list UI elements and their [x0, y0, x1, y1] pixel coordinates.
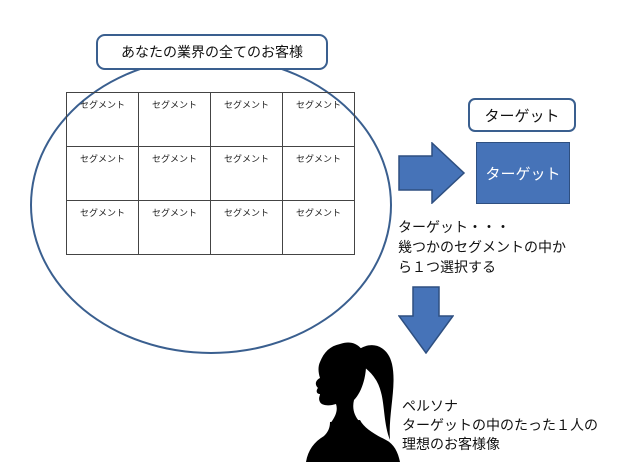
segment-cell: セグメント [282, 200, 355, 255]
segment-cell: セグメント [210, 92, 283, 147]
segment-cell: セグメント [138, 92, 211, 147]
persona-line: ターゲットの中のたった１人の [402, 418, 598, 434]
arrow-down-icon [398, 286, 454, 354]
target-description-line: ら１つ選択する [398, 260, 496, 276]
segment-cell: セグメント [282, 92, 355, 147]
segment-row: セグメント セグメント セグメント セグメント [66, 200, 355, 255]
segment-row: セグメント セグメント セグメント セグメント [66, 146, 355, 201]
market-title: あなたの業界の全てのお客様 [96, 34, 328, 70]
arrow-right-icon [398, 142, 466, 204]
persona-line: 理想のお客様像 [402, 437, 500, 453]
segment-cell: セグメント [282, 146, 355, 201]
segment-grid: セグメント セグメント セグメント セグメント セグメント セグメント セグメン… [66, 92, 355, 255]
target-description: ターゲット・・・ 幾つかのセグメントの中か ら１つ選択する [398, 218, 566, 278]
target-label: ターゲット [468, 98, 576, 132]
segment-cell: セグメント [66, 146, 139, 201]
target-description-line: 幾つかのセグメントの中か [398, 240, 566, 256]
target-box: ターゲット [476, 142, 570, 204]
woman-silhouette-icon [306, 342, 400, 462]
persona-line: ペルソナ [402, 399, 458, 415]
segment-cell: セグメント [138, 200, 211, 255]
persona-description: ペルソナ ターゲットの中のたった１人の 理想のお客様像 [402, 398, 598, 455]
segment-cell: セグメント [66, 92, 139, 147]
segment-cell: セグメント [210, 146, 283, 201]
segment-cell: セグメント [210, 200, 283, 255]
segment-row: セグメント セグメント セグメント セグメント [66, 92, 355, 147]
segment-cell: セグメント [66, 200, 139, 255]
target-description-line: ターゲット・・・ [398, 220, 510, 236]
segment-cell: セグメント [138, 146, 211, 201]
